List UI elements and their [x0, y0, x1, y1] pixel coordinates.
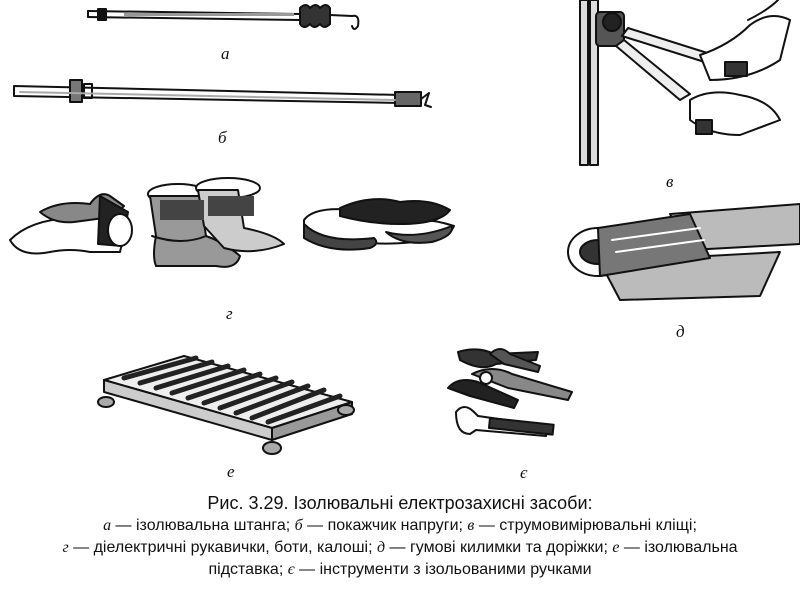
clamp-meter-drawing	[579, 0, 791, 166]
label-b: б	[218, 128, 227, 147]
label-ye: є	[520, 463, 528, 482]
label-a: а	[221, 44, 230, 63]
insulating-stand-drawing	[97, 355, 355, 455]
caption-text-stand: підставка;	[208, 561, 288, 578]
caption-text-a: — ізолювальна штанга;	[111, 517, 295, 534]
caption-letter-ye: є	[287, 561, 295, 578]
caption-letter-d: д	[376, 539, 386, 556]
caption-text-v: — струмовимірювальні кліщі;	[474, 517, 697, 534]
caption-title: Рис. 3.29. Ізолювальні електрозахисні за…	[207, 493, 593, 513]
caption-letter-a: а	[103, 517, 112, 534]
caption-text-d: — гумові килимки та доріжки;	[385, 539, 613, 556]
caption-text-g: — діелектричні рукавички, боти, калоші;	[68, 539, 377, 556]
label-v: в	[666, 172, 674, 191]
insulated-tools-drawing	[447, 348, 573, 437]
caption-line-3: підставка; є — інструменти з ізольованим…	[0, 559, 800, 581]
voltage-indicator-drawing	[13, 79, 432, 108]
caption-text-e: — ізолювальна	[619, 539, 738, 556]
caption-line-2: г — діелектричні рукавички, боти, калоші…	[0, 537, 800, 559]
label-e: е	[227, 462, 235, 481]
caption-text-ye: — інструменти з ізольованими ручками	[294, 561, 592, 578]
figure-caption: Рис. 3.29. Ізолювальні електрозахисні за…	[0, 492, 800, 581]
caption-letter-g: г	[62, 539, 69, 556]
caption-letter-e: е	[612, 539, 620, 556]
insulating-rod-drawing	[87, 4, 360, 30]
caption-letter-b: б	[294, 517, 303, 534]
label-g: г	[226, 304, 233, 323]
rubber-mats-drawing	[567, 203, 800, 301]
galoshes-drawing	[303, 198, 455, 251]
caption-line-1: а — ізолювальна штанга; б — покажчик нап…	[0, 515, 800, 537]
label-d: д	[676, 322, 685, 341]
caption-text-b: — покажчик напруги;	[302, 517, 468, 534]
boots-drawing	[147, 177, 285, 268]
gloves-drawing	[9, 193, 133, 255]
caption-letter-v: в	[467, 517, 475, 534]
